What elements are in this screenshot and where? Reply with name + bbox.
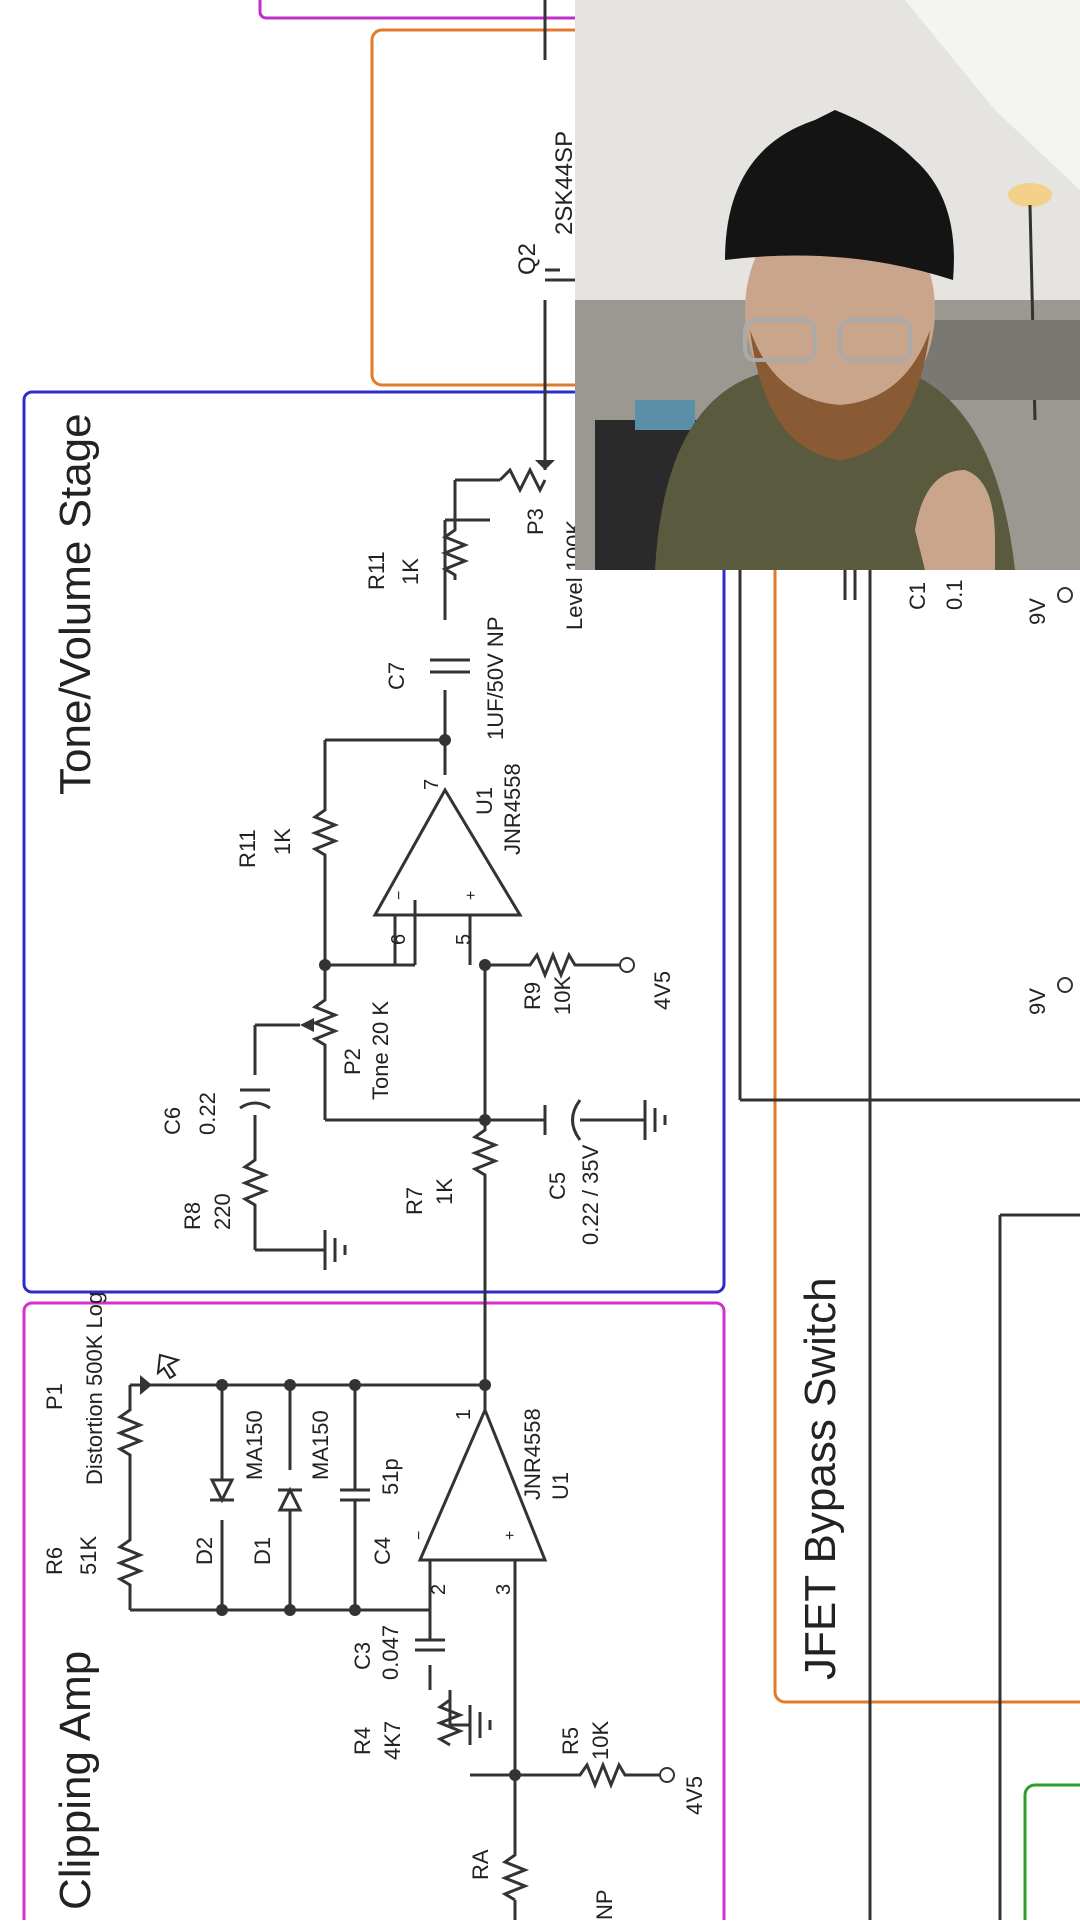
- jfet-wires: [738, 565, 1080, 1920]
- opamp-u1-tone: − +: [372, 787, 523, 965]
- v4v5-top-terminal: [619, 957, 635, 973]
- pin2-label: 2: [428, 1584, 450, 1595]
- p2-wiper-arrow: [300, 1018, 314, 1032]
- svg-text:+: +: [463, 891, 480, 900]
- webcam-overlay: [575, 0, 1080, 570]
- pin3-label: 3: [493, 1584, 515, 1595]
- clipping-stage-wires: [128, 1383, 660, 1920]
- svg-text:−: −: [391, 891, 408, 900]
- svg-text:+: +: [502, 1531, 519, 1540]
- q2-label: Q2: [514, 243, 541, 275]
- v4v5-bottom-label: 4V5: [682, 1776, 707, 1815]
- r11b-label: R11: [235, 829, 260, 868]
- capacitors-tone: [239, 658, 582, 1141]
- r11a-value: 1K: [398, 558, 423, 585]
- r6-value: 51K: [76, 1536, 101, 1575]
- d2-value: MA150: [242, 1410, 267, 1480]
- p3-wiper-arrow: [535, 460, 555, 470]
- u1-tone-part: JNR4558: [500, 763, 525, 855]
- v9-terminal-a: [1057, 587, 1073, 603]
- c4-value: 51p: [378, 1458, 403, 1495]
- r7-label: R7: [402, 1187, 427, 1215]
- p2-label: P2: [340, 1048, 365, 1075]
- mouse-cursor-icon: [156, 1353, 181, 1380]
- c1x-value: 0.1: [942, 579, 967, 610]
- tone-stage-wires: [253, 0, 645, 1385]
- beanie-icon: [725, 110, 954, 280]
- r4-value: 4K7: [380, 1721, 405, 1760]
- v9-label-b: 9V: [1025, 988, 1050, 1015]
- v9-terminal-b: [1057, 977, 1073, 993]
- v4v5-bottom-terminal: [659, 1767, 675, 1783]
- d1-label: D1: [250, 1537, 275, 1565]
- p1-wiper-arrow: [140, 1375, 152, 1395]
- pin7-label: 7: [421, 779, 443, 790]
- p2-value: Tone 20 K: [368, 1001, 393, 1100]
- r8-value: 220: [210, 1193, 235, 1230]
- webcam-scene: [575, 0, 1080, 570]
- r6-label: R6: [42, 1547, 67, 1575]
- pin6-label: 6: [388, 934, 410, 945]
- c1x-label: C1: [905, 582, 930, 610]
- r11a-label: R11: [364, 551, 389, 590]
- r9-label: R9: [520, 982, 545, 1010]
- svg-text:−: −: [411, 1531, 428, 1540]
- r11b-value: 1K: [270, 828, 295, 855]
- p3-label: P3: [523, 508, 548, 535]
- resistors-clip: [115, 1400, 630, 1902]
- capacitors-clip: [340, 1488, 492, 1745]
- top-purple-frame: [258, 0, 622, 20]
- r4-label: R4: [350, 1727, 375, 1755]
- diodes: [209, 1478, 303, 1512]
- c7-value: 1UF/50V NP: [483, 617, 508, 741]
- q2-part-label: 2SK44SP: [551, 131, 578, 235]
- pin5-label: 5: [453, 934, 475, 945]
- lamp-shade-icon: [1008, 183, 1052, 207]
- r8-label: R8: [180, 1202, 205, 1230]
- c4-label: C4: [370, 1537, 395, 1565]
- c5-value: 0.22 / 35V: [578, 1144, 603, 1245]
- d2-label: D2: [192, 1537, 217, 1565]
- r7-value: 1K: [432, 1178, 457, 1205]
- green-frame: [1023, 1783, 1080, 1925]
- u1-clip-part: JNR4558: [520, 1408, 545, 1500]
- u1-clip-label: U1: [548, 1472, 573, 1500]
- c3-value: 0.047: [378, 1625, 403, 1680]
- c6-value: 0.22: [195, 1092, 220, 1135]
- tone-volume-frame: [22, 390, 726, 1294]
- p1-value: Distortion 500K Log: [82, 1292, 107, 1485]
- r5-value: 10K: [588, 1721, 613, 1760]
- d1-value: MA150: [308, 1410, 333, 1480]
- v4v5-top-label: 4V5: [650, 971, 675, 1010]
- r9-value: 10K: [550, 976, 575, 1015]
- clipping-amp-frame: [22, 1301, 726, 1925]
- v9-label-a: 9V: [1025, 598, 1050, 625]
- np-label: NP: [592, 1889, 617, 1920]
- c6-label: C6: [160, 1107, 185, 1135]
- tone-volume-title: Tone/Volume Stage: [51, 413, 100, 795]
- pin1-label: 1: [453, 1409, 475, 1420]
- r5-label: R5: [558, 1727, 583, 1755]
- p1-label: P1: [42, 1383, 67, 1410]
- c5-label: C5: [545, 1172, 570, 1200]
- c3-label: C3: [350, 1642, 375, 1670]
- jfet-bypass-title: JFET Bypass Switch: [796, 1277, 845, 1680]
- ra-label: RA: [468, 1849, 493, 1880]
- clipping-amp-title: Clipping Amp: [51, 1651, 100, 1910]
- resistors-tone: [240, 466, 580, 1210]
- c7-label: C7: [384, 662, 409, 690]
- ground-symbols-tone: [323, 1100, 667, 1270]
- opamp-u1-clip: − +: [411, 1406, 548, 1562]
- u1-tone-label: U1: [472, 787, 497, 815]
